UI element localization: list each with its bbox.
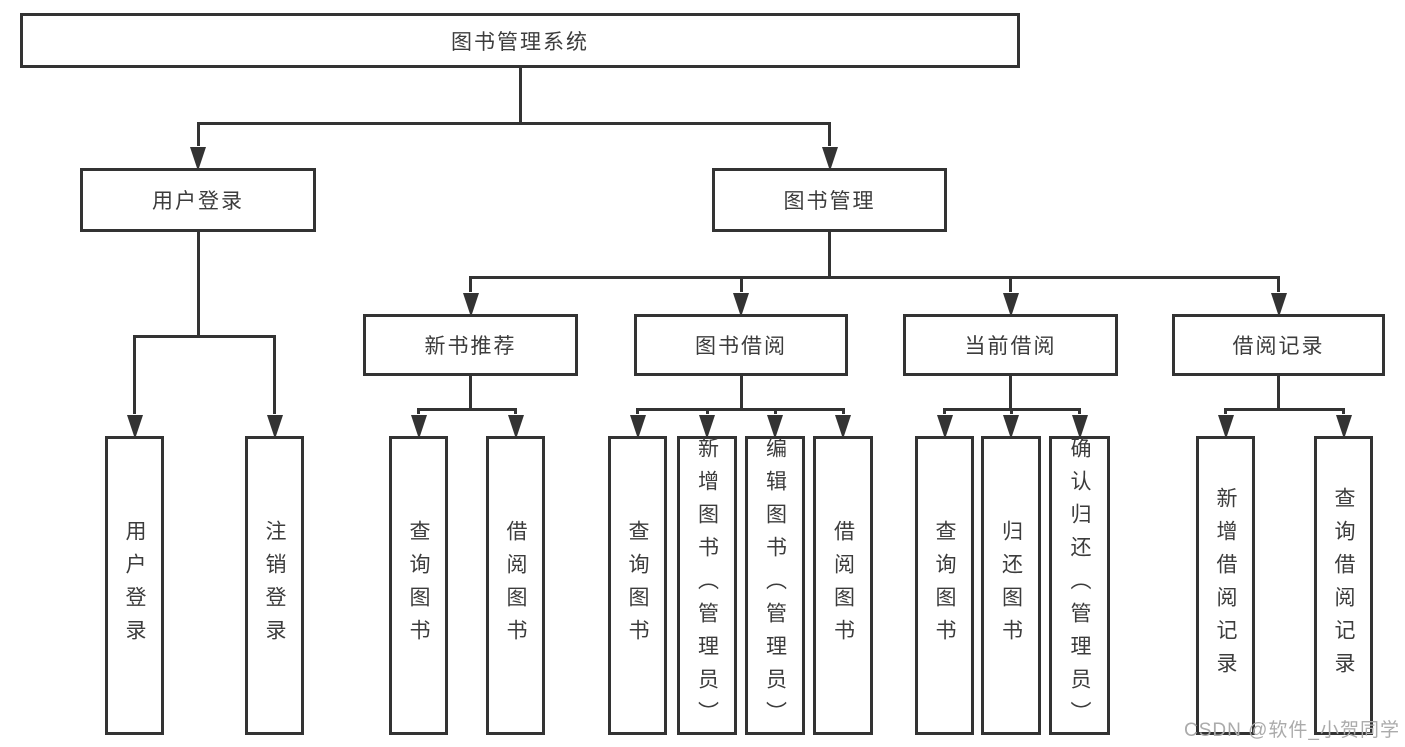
connector-line bbox=[133, 335, 276, 338]
connector-line bbox=[417, 408, 517, 411]
connector-line bbox=[773, 410, 777, 414]
node-label: 图书管理 bbox=[783, 190, 876, 213]
connector-line bbox=[417, 410, 420, 414]
node-borrow-records: 借阅记录 bbox=[1172, 314, 1385, 376]
leaf-search-books: 查询图书 bbox=[915, 436, 974, 735]
connector-line bbox=[1224, 408, 1345, 411]
connector-line bbox=[469, 374, 472, 411]
arrow-down-icon bbox=[1071, 415, 1088, 439]
node-label: 用户登录 bbox=[152, 190, 244, 213]
arrow-down-icon bbox=[699, 415, 715, 439]
node-label: 新书推荐 bbox=[424, 335, 517, 358]
leaf-add-books-admin: 新增图书（管理员） bbox=[677, 436, 737, 735]
leaf-borrow-books: 借阅图书 bbox=[813, 436, 873, 735]
arrow-down-icon bbox=[462, 293, 479, 317]
node-book-management: 图书管理 bbox=[712, 168, 947, 232]
connector-line bbox=[943, 410, 946, 414]
connector-line bbox=[1009, 374, 1012, 411]
node-label: 查询借阅记录 bbox=[1332, 486, 1356, 685]
leaf-edit-books-admin: 编辑图书（管理员） bbox=[745, 436, 805, 735]
arrow-down-icon bbox=[629, 415, 646, 439]
connector-line bbox=[469, 276, 1280, 279]
connector-line bbox=[943, 408, 1081, 411]
arrow-down-icon bbox=[733, 293, 749, 317]
connector-line bbox=[196, 122, 831, 125]
node-root: 图书管理系统 bbox=[20, 13, 1020, 68]
node-label: 查询图书 bbox=[933, 519, 957, 652]
connector-line bbox=[841, 410, 845, 414]
arrow-down-icon bbox=[1217, 415, 1234, 439]
leaf-borrow-books: 借阅图书 bbox=[486, 436, 545, 735]
arrow-down-icon bbox=[266, 415, 283, 439]
leaf-logout: 注销登录 bbox=[245, 436, 304, 735]
node-current-borrowing: 当前借阅 bbox=[903, 314, 1118, 376]
connector-line bbox=[196, 230, 200, 338]
arrow-down-icon bbox=[1270, 293, 1287, 317]
node-label: 新增借阅记录 bbox=[1214, 486, 1238, 685]
connector-line bbox=[1342, 410, 1345, 414]
leaf-search-books: 查询图书 bbox=[389, 436, 448, 735]
connector-line bbox=[518, 66, 522, 125]
node-label: 注销登录 bbox=[263, 519, 287, 652]
connector-line bbox=[636, 410, 639, 414]
node-book-borrowing: 图书借阅 bbox=[634, 314, 848, 376]
arrow-down-icon bbox=[1335, 415, 1352, 439]
connector-line bbox=[1009, 410, 1013, 414]
leaf-search-borrow-record: 查询借阅记录 bbox=[1314, 436, 1373, 735]
node-new-book-recommend: 新书推荐 bbox=[363, 314, 578, 376]
node-user-login: 用户登录 bbox=[80, 168, 316, 232]
connector-line bbox=[1078, 410, 1081, 414]
node-label: 确认归还（管理员） bbox=[1068, 437, 1092, 734]
arrow-down-icon bbox=[1003, 415, 1019, 439]
connector-line bbox=[828, 230, 831, 279]
arrow-down-icon bbox=[507, 415, 524, 439]
leaf-search-books: 查询图书 bbox=[608, 436, 667, 735]
csdn-watermark: CSDN @软件_小贺同学 bbox=[1184, 720, 1400, 741]
connector-line bbox=[739, 278, 743, 292]
connector-line bbox=[196, 124, 200, 146]
node-label: 借阅记录 bbox=[1232, 335, 1325, 358]
connector-line bbox=[1277, 374, 1280, 411]
node-label: 编辑图书（管理员） bbox=[763, 437, 787, 734]
arrow-down-icon bbox=[1002, 293, 1019, 317]
connector-line bbox=[636, 408, 845, 411]
arrow-down-icon bbox=[835, 415, 851, 439]
connector-line bbox=[1277, 278, 1280, 292]
arrow-down-icon bbox=[126, 415, 143, 439]
node-label: 归还图书 bbox=[999, 519, 1023, 652]
node-label: 查询图书 bbox=[626, 519, 650, 652]
connector-line bbox=[1224, 410, 1227, 414]
leaf-confirm-return-admin: 确认归还（管理员） bbox=[1049, 436, 1110, 735]
leaf-add-borrow-record: 新增借阅记录 bbox=[1196, 436, 1255, 735]
node-label: 借阅图书 bbox=[831, 519, 855, 652]
connector-line bbox=[1009, 278, 1012, 292]
connector-line bbox=[133, 337, 136, 414]
node-label: 借阅图书 bbox=[504, 519, 528, 652]
node-label: 查询图书 bbox=[407, 519, 431, 652]
node-label: 图书借阅 bbox=[695, 335, 787, 358]
connector-line bbox=[828, 124, 831, 146]
leaf-user-login: 用户登录 bbox=[105, 436, 164, 735]
leaf-return-books: 归还图书 bbox=[981, 436, 1041, 735]
node-label: 用户登录 bbox=[123, 519, 147, 652]
connector-line bbox=[705, 410, 709, 414]
arrow-down-icon bbox=[821, 147, 838, 171]
node-label: 图书管理系统 bbox=[451, 30, 589, 54]
arrow-down-icon bbox=[767, 415, 783, 439]
node-label: 当前借阅 bbox=[964, 335, 1057, 358]
connector-line bbox=[739, 374, 743, 411]
arrow-down-icon bbox=[410, 415, 427, 439]
connector-line bbox=[514, 410, 517, 414]
arrow-down-icon bbox=[190, 147, 206, 171]
node-label: 新增图书（管理员） bbox=[695, 437, 719, 734]
arrow-down-icon bbox=[936, 415, 953, 439]
connector-line bbox=[273, 337, 276, 414]
connector-line bbox=[469, 278, 472, 292]
